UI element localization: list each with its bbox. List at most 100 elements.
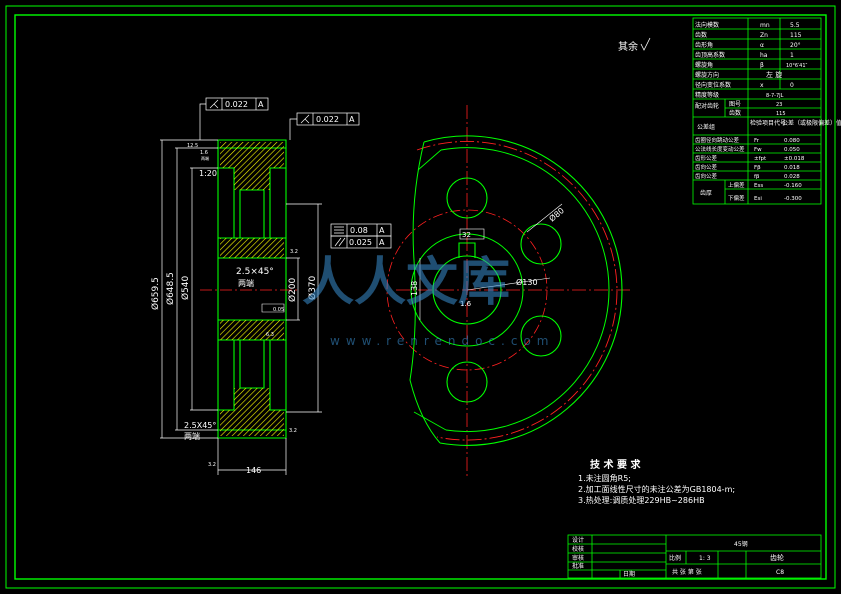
watermark: 人人文库 www.renrendoc.com xyxy=(302,253,554,348)
dim-roughness-small: 1.6 xyxy=(460,300,472,308)
svg-text:Zn: Zn xyxy=(760,32,768,39)
rough-c: 6.3 xyxy=(266,332,274,338)
svg-text:-0.160: -0.160 xyxy=(784,183,802,189)
rough-note: 两端 xyxy=(201,155,209,161)
tech-req-item-1: 1.未注圆角R5; xyxy=(578,473,631,483)
svg-text:8-7-7JL: 8-7-7JL xyxy=(766,93,784,99)
svg-text:径向变位系数: 径向变位系数 xyxy=(695,81,731,89)
svg-text:1: 1 xyxy=(790,52,794,59)
svg-text:0: 0 xyxy=(790,82,794,89)
svg-text:精度等级: 精度等级 xyxy=(695,91,719,99)
section-hatch xyxy=(220,142,284,436)
drawing-frame xyxy=(5,5,836,589)
svg-text:0.018: 0.018 xyxy=(784,165,800,171)
svg-text:±0.018: ±0.018 xyxy=(784,156,805,162)
svg-text:115: 115 xyxy=(790,32,802,39)
title-drawing-name: 齿轮 xyxy=(770,553,784,562)
lightening-holes xyxy=(446,177,562,403)
rough-d: 12.5 xyxy=(187,143,198,149)
svg-text:Fr: Fr xyxy=(754,138,760,144)
front-dimensions xyxy=(419,203,563,320)
section-dimensions xyxy=(160,139,322,475)
title-material: 45钢 xyxy=(734,540,748,548)
tech-req-item-2: 2.加工面线性尺寸的未注公差为GB1804-m; xyxy=(578,484,735,494)
svg-text:ha: ha xyxy=(760,52,768,59)
svg-text:审核: 审核 xyxy=(572,554,584,562)
tip-circle xyxy=(423,135,623,446)
svg-text:齿形公差: 齿形公差 xyxy=(695,154,718,162)
parameter-table xyxy=(692,17,822,205)
watermark-url: www.renrendoc.com xyxy=(330,334,554,348)
svg-text:-0.300: -0.300 xyxy=(784,196,802,202)
svg-text:0.050: 0.050 xyxy=(784,147,800,153)
svg-text:齿圈径向跳动公差: 齿圈径向跳动公差 xyxy=(695,136,740,144)
svg-text:公差（或极限偏差）值: 公差（或极限偏差）值 xyxy=(782,119,841,127)
svg-text:齿形角: 齿形角 xyxy=(695,41,713,49)
svg-text:Esi: Esi xyxy=(754,196,762,202)
dim-keyway-width: 32 xyxy=(462,231,471,239)
svg-text:±fpt: ±fpt xyxy=(754,156,767,162)
dim-chamfer2-note: 两端 xyxy=(184,431,200,441)
svg-text:A: A xyxy=(379,226,385,235)
svg-text:Fβ: Fβ xyxy=(754,165,761,171)
dim-hub-diameter: Ø370 xyxy=(307,275,318,300)
rough-e: 1.6 xyxy=(200,150,208,156)
svg-text:配对齿轮: 配对齿轮 xyxy=(695,102,719,110)
rough-a: 3.2 xyxy=(290,249,298,255)
svg-text:A: A xyxy=(258,100,264,109)
svg-text:齿数: 齿数 xyxy=(695,31,707,39)
hole-pitch-circle xyxy=(386,209,548,371)
parameter-table-text: 法向模数 mn 5.5 齿数 Zn 115 齿形角 α 20° 齿顶高系数 ha… xyxy=(695,21,841,202)
svg-text:下偏差: 下偏差 xyxy=(728,194,745,202)
svg-text:20°: 20° xyxy=(790,42,801,49)
bore-circle xyxy=(432,255,502,325)
svg-text:齿厚: 齿厚 xyxy=(700,189,712,197)
svg-text:齿顶高系数: 齿顶高系数 xyxy=(695,51,725,59)
dim-taper: 1:20 xyxy=(199,169,217,178)
svg-text:设计: 设计 xyxy=(572,536,584,544)
dim-hole-pcd: Ø130 xyxy=(516,277,538,287)
technical-requirements: 技 术 要 求 1.未注圆角R5; 2.加工面线性尺寸的未注公差为GB1804-… xyxy=(578,458,735,505)
dim-tip-diameter: Ø659.5 xyxy=(150,277,161,310)
runout-frame-2 xyxy=(289,112,360,140)
svg-text:A: A xyxy=(379,238,385,247)
feature-frame-icon xyxy=(261,303,285,313)
watermark-text: 人人文库 xyxy=(302,253,510,313)
svg-text:上偏差: 上偏差 xyxy=(728,181,745,189)
svg-text:公法线长度变动公差: 公法线长度变动公差 xyxy=(695,145,745,153)
dim-chamfer1: 2.5×45° xyxy=(236,267,274,277)
svg-text:0.025: 0.025 xyxy=(349,238,372,247)
dim-root-diameter: Ø540 xyxy=(180,275,191,300)
svg-text:左 旋: 左 旋 xyxy=(766,70,782,79)
svg-text:mn: mn xyxy=(760,22,770,29)
dim-bore-diameter: Ø200 xyxy=(287,277,298,302)
svg-text:齿向公差: 齿向公差 xyxy=(695,163,718,171)
svg-text:螺旋方向: 螺旋方向 xyxy=(695,71,719,79)
break-line xyxy=(409,141,441,444)
roughness-note-text: 其余 xyxy=(618,40,638,53)
svg-text:公差组: 公差组 xyxy=(697,123,715,131)
svg-text:齿向公差: 齿向公差 xyxy=(695,172,718,180)
dim-chamfer2: 2.5X45° xyxy=(184,421,216,430)
svg-text:23: 23 xyxy=(776,102,782,108)
dim-chamfer1-note: 两端 xyxy=(238,278,254,288)
runout-frame-1 xyxy=(199,97,269,140)
roughness-note: 其余 xyxy=(618,37,651,53)
svg-text:Ess: Ess xyxy=(754,183,763,189)
symmetry-parallel-frame xyxy=(330,223,392,249)
svg-text:日期: 日期 xyxy=(623,570,635,578)
svg-text:0.080: 0.080 xyxy=(784,138,800,144)
root-circle xyxy=(440,147,610,433)
dim-pitch-diameter: Ø648.5 xyxy=(165,272,176,305)
rough-g: 3.2 xyxy=(208,462,216,468)
tech-req-item-3: 3.热处理:调质处理229HB~286HB xyxy=(578,495,705,505)
svg-text:115: 115 xyxy=(776,111,786,117)
svg-text:0.08: 0.08 xyxy=(350,226,368,235)
svg-text:0.022: 0.022 xyxy=(316,115,339,124)
svg-text:校核: 校核 xyxy=(572,545,584,553)
svg-text:fβ: fβ xyxy=(754,174,760,180)
front-view: 138 32 Ø130 Ø80 1.6 xyxy=(386,105,630,478)
dim-keyway-height: 138 xyxy=(410,281,419,296)
svg-text:x: x xyxy=(760,82,764,89)
